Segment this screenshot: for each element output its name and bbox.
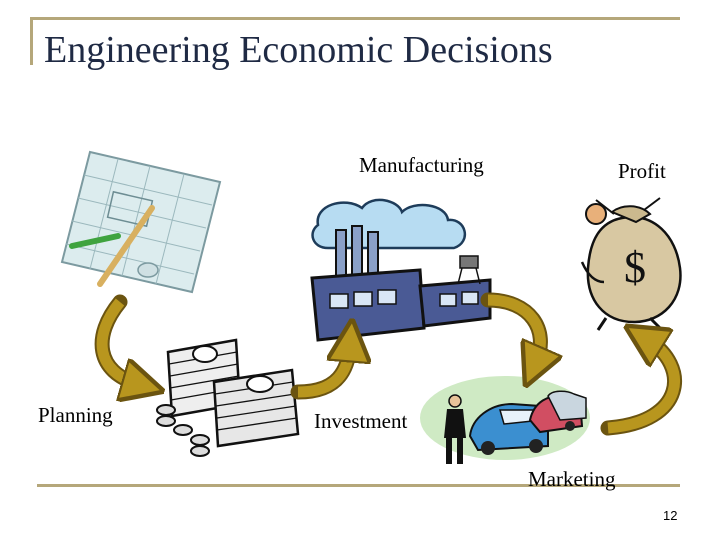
stage-label-marketing: Marketing [528, 467, 616, 491]
salesman-cars-icon [420, 376, 590, 464]
svg-text:$: $ [624, 243, 646, 292]
flow-arrows [94, 292, 682, 436]
page-number: 12 [663, 508, 678, 523]
blueprint-icon [60, 150, 222, 294]
stage-label-manufacturing: Manufacturing [359, 153, 484, 177]
factory-icon [310, 198, 492, 342]
arrow-manufacturing-to-marketing [480, 292, 540, 362]
bottom-rule [37, 484, 680, 487]
stage-label-investment: Investment [314, 409, 408, 433]
top-rule [30, 17, 680, 20]
slide-title: Engineering Economic Decisions [44, 29, 553, 71]
money-stack-icon [156, 338, 300, 457]
money-bag-icon: $ [580, 197, 682, 331]
left-rule [30, 17, 33, 65]
arrow-planning-to-investment [94, 294, 138, 384]
arrow-investment-to-manufacturing [290, 346, 350, 400]
stage-label-planning: Planning [38, 403, 113, 427]
stage-label-profit: Profit [618, 159, 666, 183]
arrow-marketing-to-profit [600, 340, 682, 436]
